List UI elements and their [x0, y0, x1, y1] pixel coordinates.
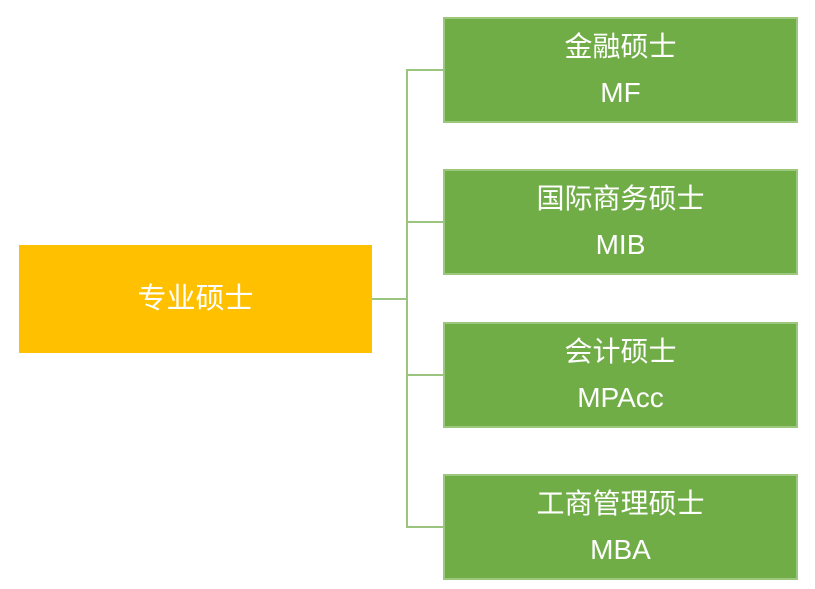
connector-spine — [406, 69, 408, 528]
child-node-code: MPAcc — [577, 382, 664, 413]
child-node-title: 工商管理硕士 — [536, 488, 705, 519]
root-node-label: 专业硕士 — [137, 283, 254, 315]
connector-branch-mf — [408, 69, 443, 71]
connector-branch-mba — [408, 526, 443, 528]
child-node-code: MF — [600, 77, 641, 108]
connector-root-to-spine — [372, 298, 406, 300]
child-node-title: 国际商务硕士 — [536, 183, 705, 214]
child-node-code: MIB — [595, 229, 646, 260]
connector-branch-mpacc — [408, 374, 443, 376]
root-node-professional-master: 专业硕士 — [19, 245, 372, 353]
child-node-mba: 工商管理硕士 MBA — [443, 474, 798, 580]
child-node-code: MBA — [590, 534, 651, 565]
child-node-title: 会计硕士 — [564, 336, 677, 367]
child-node-mf: 金融硕士 MF — [443, 17, 798, 123]
connector-branch-mib — [408, 221, 443, 223]
child-node-mib: 国际商务硕士 MIB — [443, 169, 798, 275]
child-node-title: 金融硕士 — [564, 31, 677, 62]
child-node-mpacc: 会计硕士 MPAcc — [443, 322, 798, 428]
